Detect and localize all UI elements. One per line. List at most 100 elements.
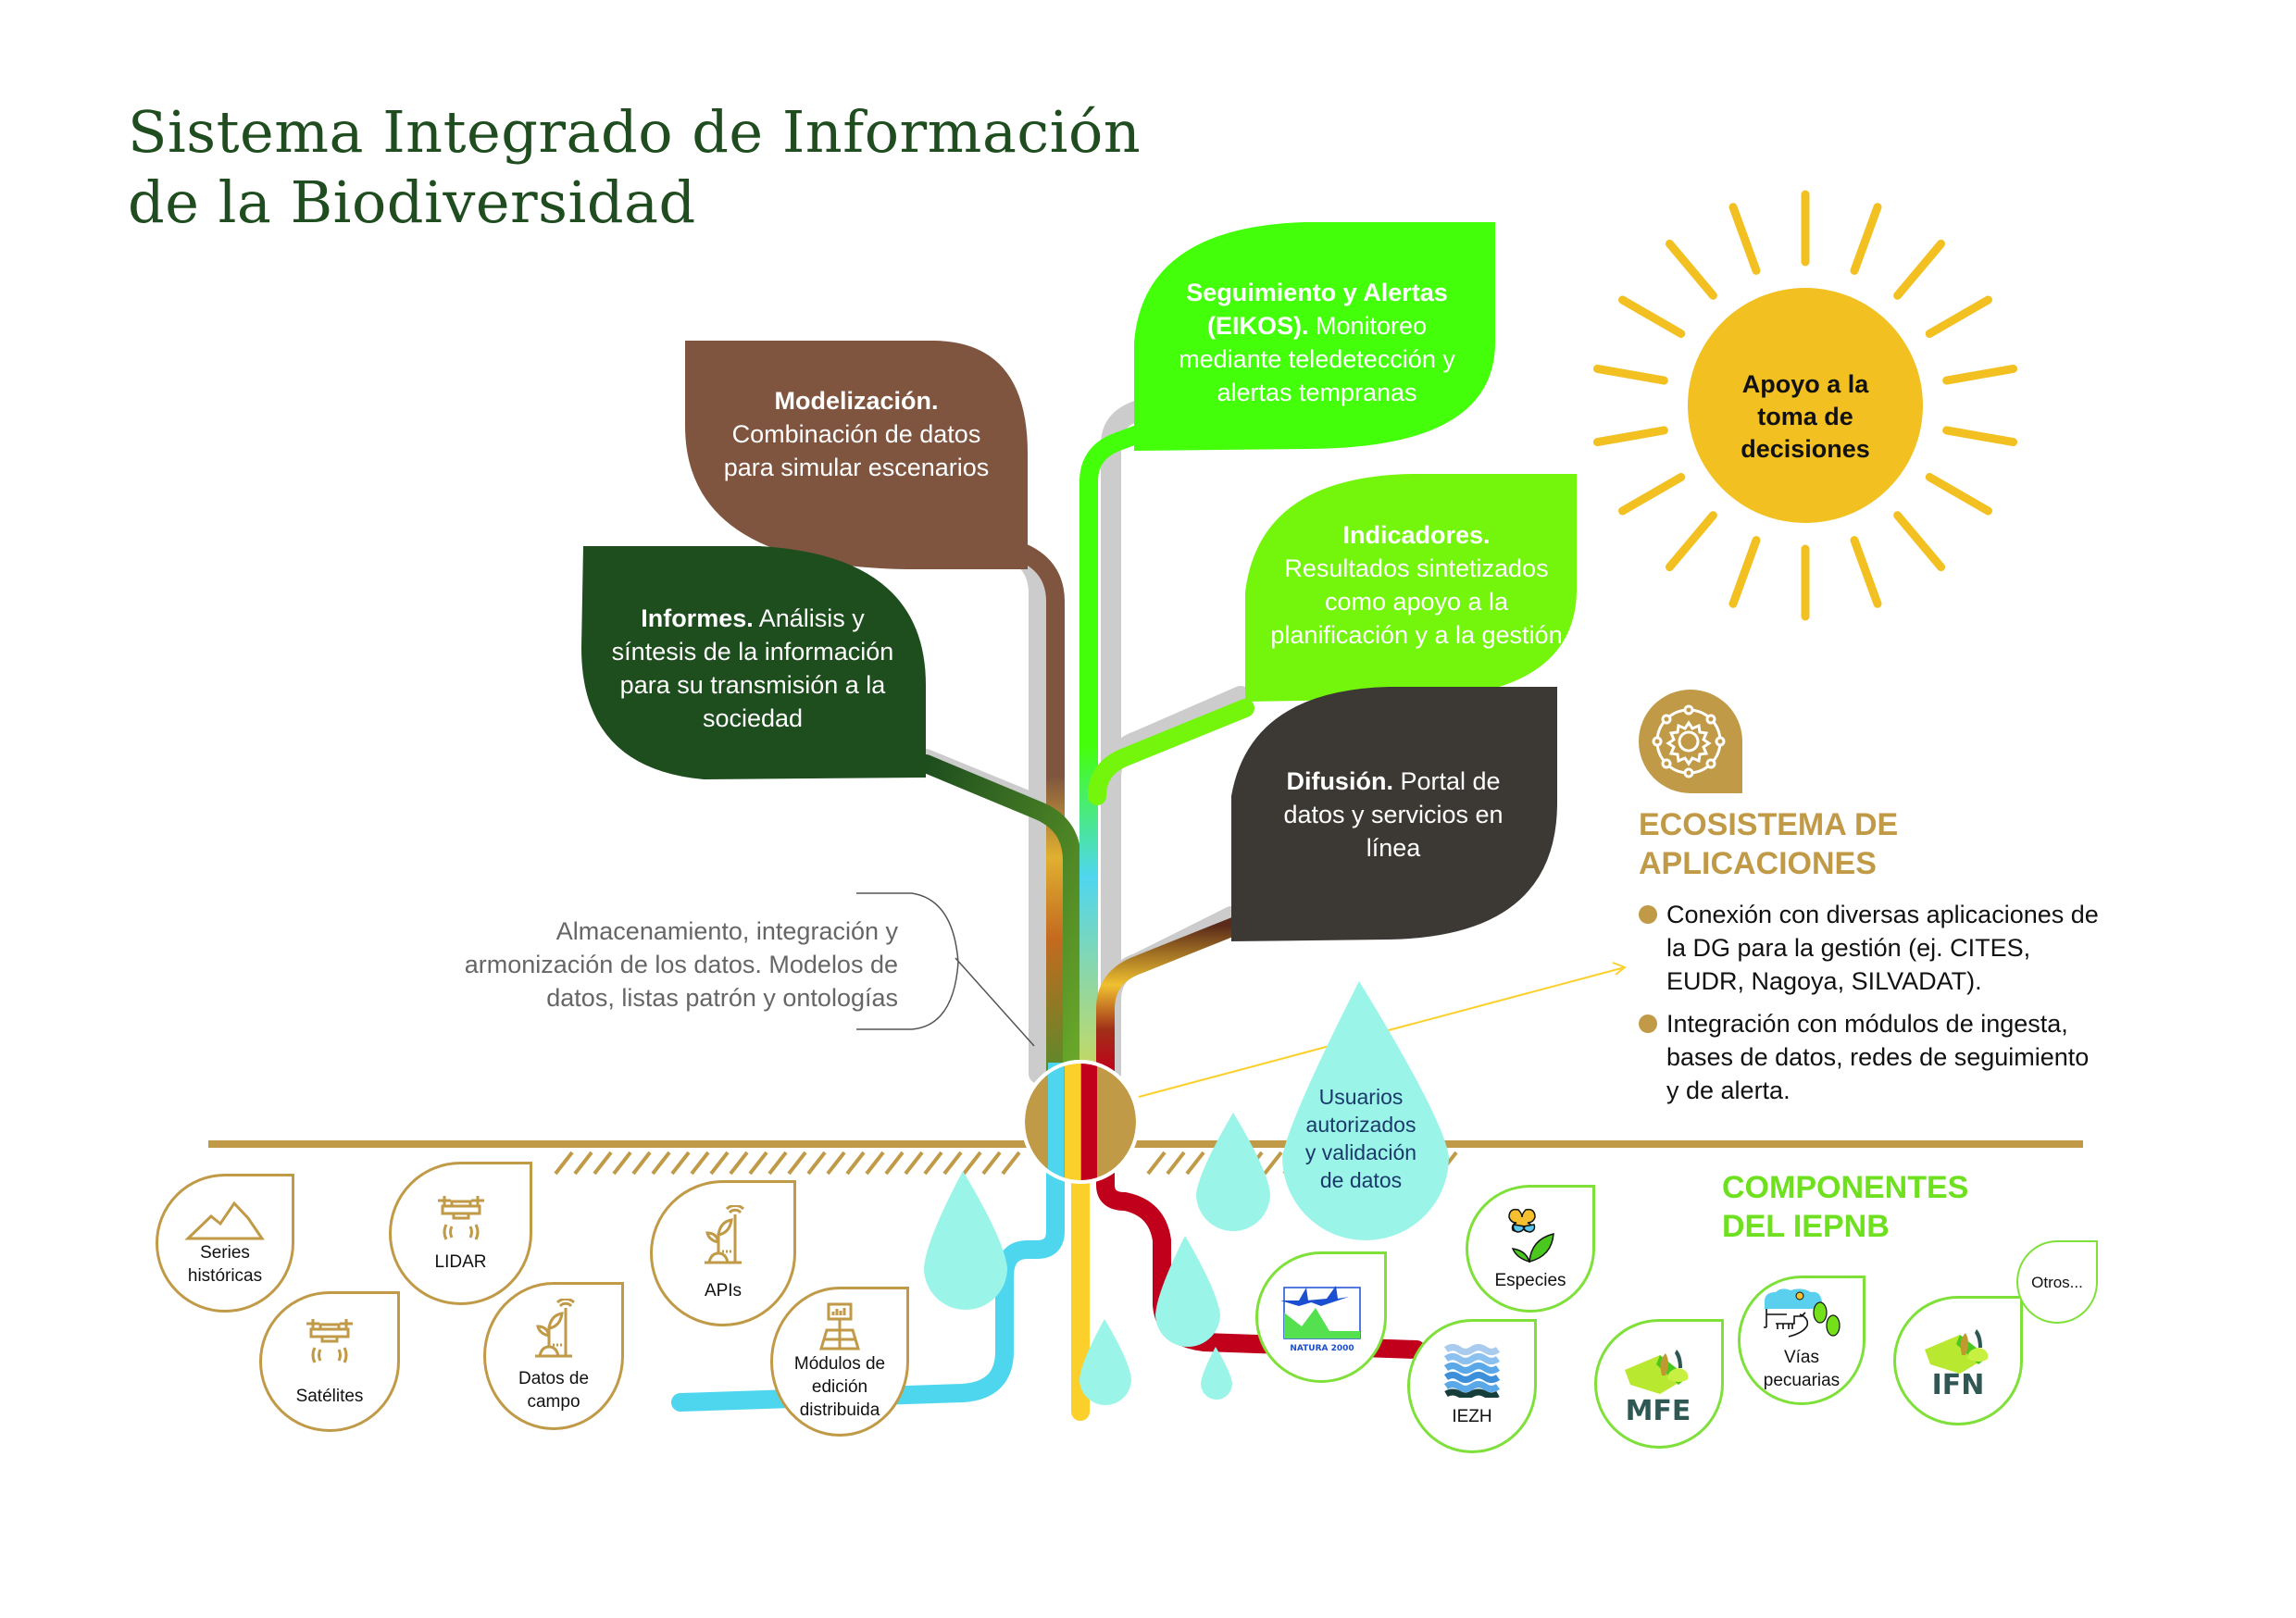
- branch-difusion: [1096, 916, 1245, 1083]
- butterfly-plant-icon: [1508, 1208, 1554, 1263]
- dashboard-map-icon: [818, 1302, 861, 1350]
- natura2000-logo: NATURA 2000: [1280, 1286, 1361, 1353]
- component-vias-pecuarias: Vías pecuarias: [1738, 1276, 1866, 1405]
- branch-indicadores: [1088, 699, 1254, 805]
- sun-ray: [1665, 511, 1717, 572]
- source-series-historicas: Series históricas: [156, 1174, 294, 1313]
- leaf-modelizacion-title: Modelización.: [774, 387, 939, 415]
- sun-ray: [1850, 536, 1882, 608]
- mfe-logo-text: MFE: [1626, 1395, 1691, 1424]
- hatch-mark: [787, 1151, 807, 1176]
- water-drop: [1155, 1236, 1220, 1347]
- hatch-mark: [806, 1151, 827, 1176]
- leaf-difusion: [1231, 687, 1557, 941]
- component-label: IEZH: [1452, 1407, 1492, 1426]
- sun-ray: [1942, 364, 2018, 385]
- sun-ray: [1850, 203, 1882, 275]
- sun-ray: [1728, 203, 1761, 275]
- component-especies: Especies: [1466, 1185, 1595, 1313]
- ecosystem-title-line-2: APLICACIONES: [1639, 846, 1877, 881]
- hatch-mark: [1263, 1151, 1283, 1176]
- leaf-modelizacion-text: Modelización. Combinación de datos para …: [713, 384, 1000, 484]
- component-label: Otros...: [2031, 1273, 2083, 1291]
- hatch-mark: [729, 1151, 749, 1176]
- water-drop: [1196, 1113, 1270, 1231]
- component-natura2000: NATURA 2000: [1255, 1251, 1387, 1383]
- sun-ray: [1592, 364, 1668, 385]
- hatch-mark: [845, 1151, 866, 1176]
- ecosystem-title-line-1: ECOSISTEMA DE: [1639, 807, 1899, 842]
- mfe-logo: MFE: [1625, 1350, 1691, 1424]
- components-title: COMPONENTES DEL IEPNB: [1722, 1168, 1968, 1246]
- satellite-drone-icon: [306, 1318, 353, 1363]
- hatch-mark: [923, 1151, 943, 1176]
- hatch-mark: [904, 1151, 924, 1176]
- ecosystem-bullet-text: Conexión con diversas aplicaciones de la…: [1666, 901, 2099, 995]
- waves-icon: [1444, 1344, 1500, 1398]
- source-satelites: Satélites: [259, 1291, 400, 1432]
- ecosystem-bullet: Integración con módulos de ingesta, base…: [1639, 1007, 2102, 1107]
- leaf-informes-title: Informes.: [641, 604, 754, 632]
- leaf-indicadores: [1245, 474, 1577, 702]
- component-otros: Otros...: [2016, 1240, 2098, 1324]
- leaf-informes-text: Informes. Análisis y síntesis de la info…: [600, 602, 905, 735]
- network-gear-icon: [1639, 690, 1742, 793]
- hatch-mark: [962, 1151, 982, 1176]
- hatch-mark: [748, 1151, 768, 1176]
- hatch-mark: [612, 1151, 632, 1176]
- users-drop-label: Usuarios autorizados y validación de dat…: [1304, 1085, 1417, 1192]
- plant-sensor-icon: [705, 1204, 745, 1263]
- sun-ray: [1925, 473, 1992, 516]
- leaf-indicadores-text: Indicadores. Resultados sintetizados com…: [1268, 518, 1565, 652]
- leaf-indicadores-title: Indicadores.: [1342, 521, 1491, 549]
- water-drop: [1079, 1319, 1131, 1405]
- components-title-line-2: DEL IEPNB: [1722, 1209, 1890, 1244]
- sun-ray: [1618, 295, 1686, 338]
- source-label: Satélites: [295, 1386, 364, 1406]
- hatch-mark: [884, 1151, 905, 1176]
- bullet-dot-icon: [1639, 905, 1657, 924]
- sun-ray: [1893, 511, 1946, 572]
- leaf-indicadores-desc: Resultados sintetizados como apoyo a la …: [1270, 554, 1563, 649]
- hatch-mark: [631, 1151, 652, 1176]
- hatch-mark: [651, 1151, 671, 1176]
- natura2000-logo-text: NATURA 2000: [1290, 1344, 1354, 1353]
- source-apis: APIs: [650, 1180, 796, 1326]
- ecosystem-bullet: Conexión con diversas aplicaciones de la…: [1639, 898, 2102, 998]
- source-label: APIs: [704, 1280, 742, 1301]
- source-label: Series históricas: [187, 1242, 263, 1286]
- ifn-logo: IFN: [1925, 1329, 1989, 1398]
- hatch-mark: [670, 1151, 691, 1176]
- lidar-drone-icon: [437, 1196, 484, 1240]
- hatch-mark: [573, 1151, 593, 1176]
- source-datos-campo: Datos de campo: [483, 1282, 624, 1430]
- leaf-informes: [581, 546, 926, 779]
- leaf-seguimiento-text: Seguimiento y Alertas (EIKOS). Monitoreo…: [1157, 276, 1477, 409]
- leaf-difusion-title: Difusión.: [1286, 767, 1393, 795]
- sun-ray: [1665, 239, 1717, 300]
- water-drops: [924, 981, 1449, 1405]
- sun-ray: [1728, 536, 1761, 608]
- leaf-seguimiento-desc: Monitoreo mediante teledetección y alert…: [1179, 312, 1455, 406]
- leaf-modelizacion: [685, 341, 1028, 569]
- component-mfe: MFE: [1594, 1319, 1724, 1449]
- hatch-mark: [981, 1151, 1002, 1176]
- hatch-mark: [767, 1151, 788, 1176]
- title-line-2: de la Biodiversidad: [128, 168, 696, 236]
- hatch-mark: [1001, 1151, 1021, 1176]
- hatch-mark: [865, 1151, 885, 1176]
- mountain-icon: [184, 1201, 265, 1239]
- hatch-mark: [554, 1151, 574, 1176]
- branch-seguimiento: [1079, 407, 1194, 1083]
- component-ifn: IFN: [1893, 1296, 2023, 1425]
- sun-ray: [1618, 473, 1686, 516]
- leaf-difusion-text: Difusión. Portal de datos y servicios en…: [1259, 765, 1528, 865]
- sun-icon: [1592, 190, 2018, 621]
- sun-ray: [1925, 295, 1992, 338]
- source-label: LIDAR: [434, 1252, 487, 1272]
- leaf-informes-desc: Análisis y síntesis de la información pa…: [611, 604, 894, 732]
- sun-ray: [1592, 426, 1668, 447]
- ecosystem-bullet-text: Integración con módulos de ingesta, base…: [1666, 1010, 2090, 1104]
- leaf-difusion-desc: Portal de datos y servicios en línea: [1283, 767, 1504, 862]
